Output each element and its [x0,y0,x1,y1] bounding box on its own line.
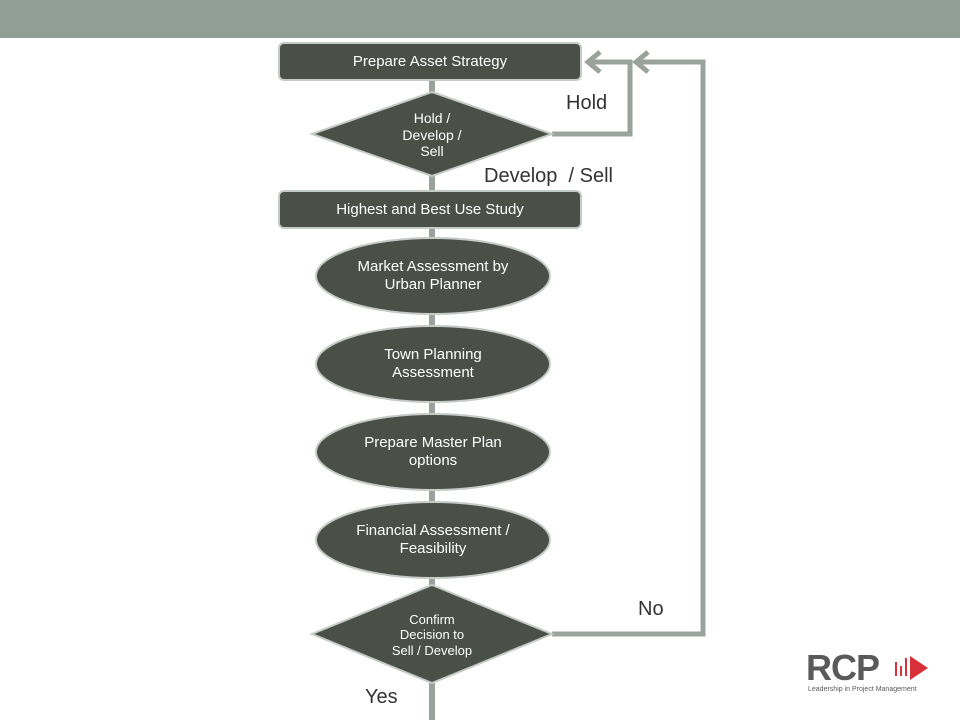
town-planning-ellipse [315,325,551,403]
confirm-decision-label: Confirm Decision to Sell / Develop [362,604,502,666]
financial-line1: Financial Assessment / [356,522,510,539]
hold-develop-sell-label: Hold / Develop / Sell [352,102,512,168]
no-loop-connector [552,59,706,637]
confirm-decision-diamond [309,583,555,685]
master-line2: options [408,452,458,469]
town-planning-label: Town Planning Assessment [316,338,550,390]
town-line1: Town Planning [384,346,482,363]
highest-best-use-box [278,190,582,229]
hold-arrowhead [584,50,602,74]
financial-assessment-ellipse [315,501,551,579]
rcp-logo-icon [895,656,928,680]
header-band [0,0,960,38]
town-line2: Assessment [392,364,474,381]
rcp-logo-text: RCP [806,647,880,688]
no-label: No [638,598,664,620]
master-plan-ellipse [315,413,551,491]
confirm-line2: Decision to [399,627,465,643]
hold-develop-sell-decision [308,90,556,178]
market-line2: Urban Planner [384,276,482,293]
market-assessment-ellipse [315,237,551,315]
rcp-logo-tagline: Leadership in Project Management [808,686,917,693]
rcp-logo: RCP Leadership in Project Management [806,650,932,696]
yes-label: Yes [365,686,398,708]
financial-line2: Feasibility [399,540,467,557]
decision1-line1: Hold / [413,109,451,126]
develop-sell-label: Develop / Sell [484,165,613,187]
highest-best-use-label: Highest and Best Use Study [336,200,524,218]
confirm-line3: Sell / Develop [391,642,473,658]
market-line1: Market Assessment by [357,258,509,275]
prepare-asset-strategy-box [278,42,582,81]
hold-loop-connector [552,59,633,137]
no-arrowhead [632,50,650,74]
confirm-line1: Confirm [409,611,455,627]
decision1-line3: Sell [420,143,444,160]
decision1-line2: Develop / [402,126,462,143]
master-plan-label: Prepare Master Plan options [316,426,550,478]
financial-assessment-label: Financial Assessment / Feasibility [316,514,550,566]
prepare-asset-strategy-label: Prepare Asset Strategy [352,52,508,70]
market-assessment-label: Market Assessment by Urban Planner [316,250,550,302]
hold-label: Hold [566,92,608,114]
master-line1: Prepare Master Plan [364,434,502,451]
